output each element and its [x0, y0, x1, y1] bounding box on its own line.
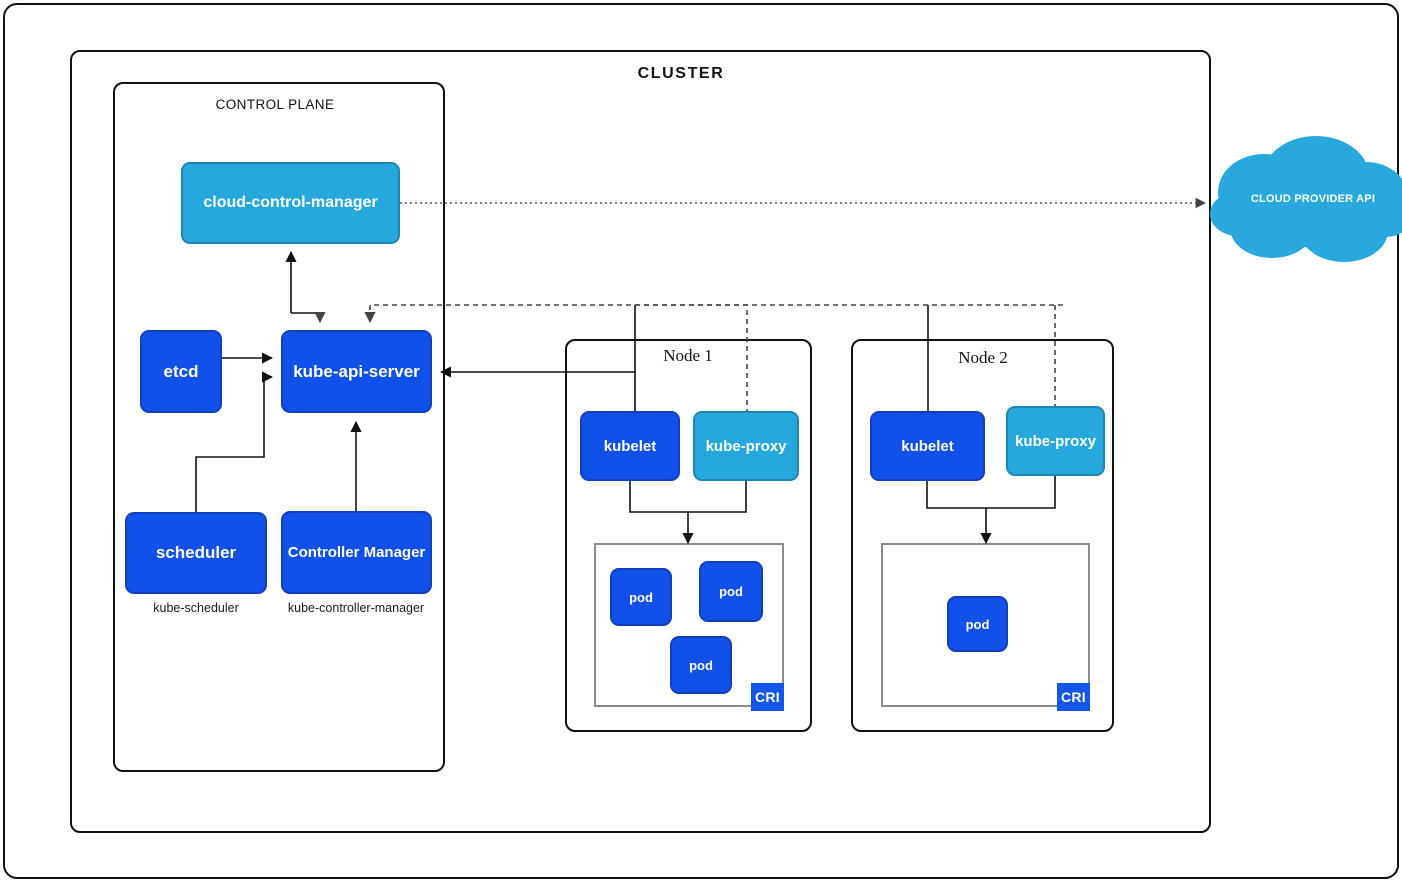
node-2-kube-proxy-box[interactable]: kube-proxy — [1006, 406, 1105, 476]
node-1-pod-1[interactable]: pod — [610, 568, 672, 626]
node-2-cri-badge: CRI — [1057, 683, 1090, 711]
kube-controller-manager-caption: kube-controller-manager — [287, 601, 425, 615]
node-1-pod-3[interactable]: pod — [670, 636, 732, 694]
node-2-title: Node 2 — [958, 348, 1008, 367]
cloud-provider-api-label: CLOUD PROVIDER API — [1250, 193, 1376, 205]
kube-scheduler-caption: kube-scheduler — [153, 601, 239, 615]
node-1-cri-badge: CRI — [751, 683, 784, 711]
cluster-title: CLUSTER — [637, 65, 725, 82]
kube-api-server-box[interactable]: kube-api-server — [281, 330, 432, 413]
node-1-kube-proxy-box[interactable]: kube-proxy — [693, 411, 799, 481]
node-1-pod-2[interactable]: pod — [699, 561, 763, 622]
node-2-pod-1[interactable]: pod — [947, 596, 1008, 652]
etcd-box[interactable]: etcd — [140, 330, 222, 413]
node-1-title: Node 1 — [663, 346, 713, 365]
controller-manager-box[interactable]: Controller Manager — [281, 511, 432, 594]
cloud-control-manager-box[interactable]: cloud-control-manager — [181, 162, 400, 244]
node-2-kubelet-box[interactable]: kubelet — [870, 411, 985, 481]
node-1-kubelet-box[interactable]: kubelet — [580, 411, 680, 481]
control-plane-title: CONTROL PLANE — [215, 97, 335, 112]
scheduler-box[interactable]: scheduler — [125, 512, 267, 594]
